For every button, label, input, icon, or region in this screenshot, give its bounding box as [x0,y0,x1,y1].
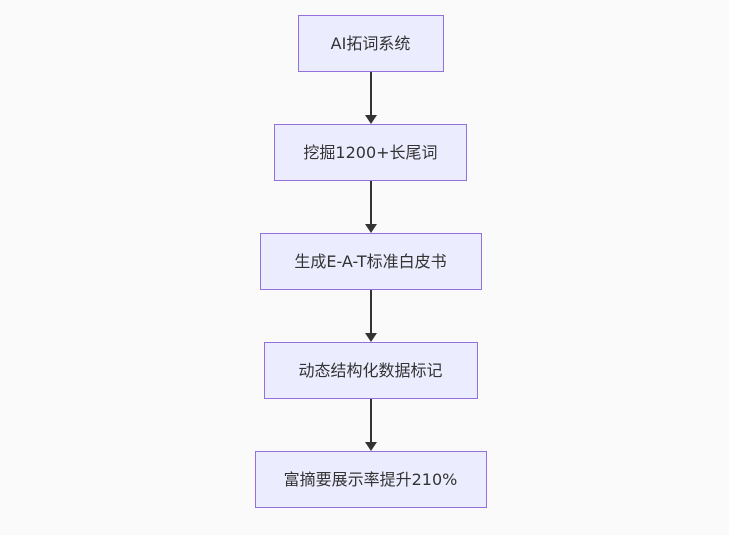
flow-node-label: 富摘要展示率提升210% [283,469,458,489]
flow-edge-4 [364,399,377,451]
flow-node-label: 挖掘1200+长尾词 [303,142,438,162]
flow-node-eat-whitepaper: 生成E-A-T标准白皮书 [259,233,482,290]
arrowhead-down-icon [364,333,377,342]
arrowhead-down-icon [364,442,377,451]
flow-node-longtail-keywords: 挖掘1200+长尾词 [274,124,467,181]
flow-edge-2 [364,181,377,233]
edge-line [369,290,372,333]
flow-edge-1 [364,72,377,124]
flow-edge-3 [364,290,377,342]
flow-node-label: 动态结构化数据标记 [298,360,443,380]
flow-node-structured-data: 动态结构化数据标记 [263,342,478,399]
edge-line [369,72,372,115]
edge-line [369,399,372,442]
flow-node-ai-word-expansion: AI拓词系统 [297,15,444,72]
flow-node-label: AI拓词系统 [330,33,411,53]
edge-line [369,181,372,224]
flow-node-label: 生成E-A-T标准白皮书 [294,251,447,271]
arrowhead-down-icon [364,115,377,124]
arrowhead-down-icon [364,224,377,233]
flow-node-rich-snippet-result: 富摘要展示率提升210% [254,451,487,508]
flowchart: AI拓词系统 挖掘1200+长尾词 生成E-A-T标准白皮书 动态结构化数据标记 [6,15,729,508]
